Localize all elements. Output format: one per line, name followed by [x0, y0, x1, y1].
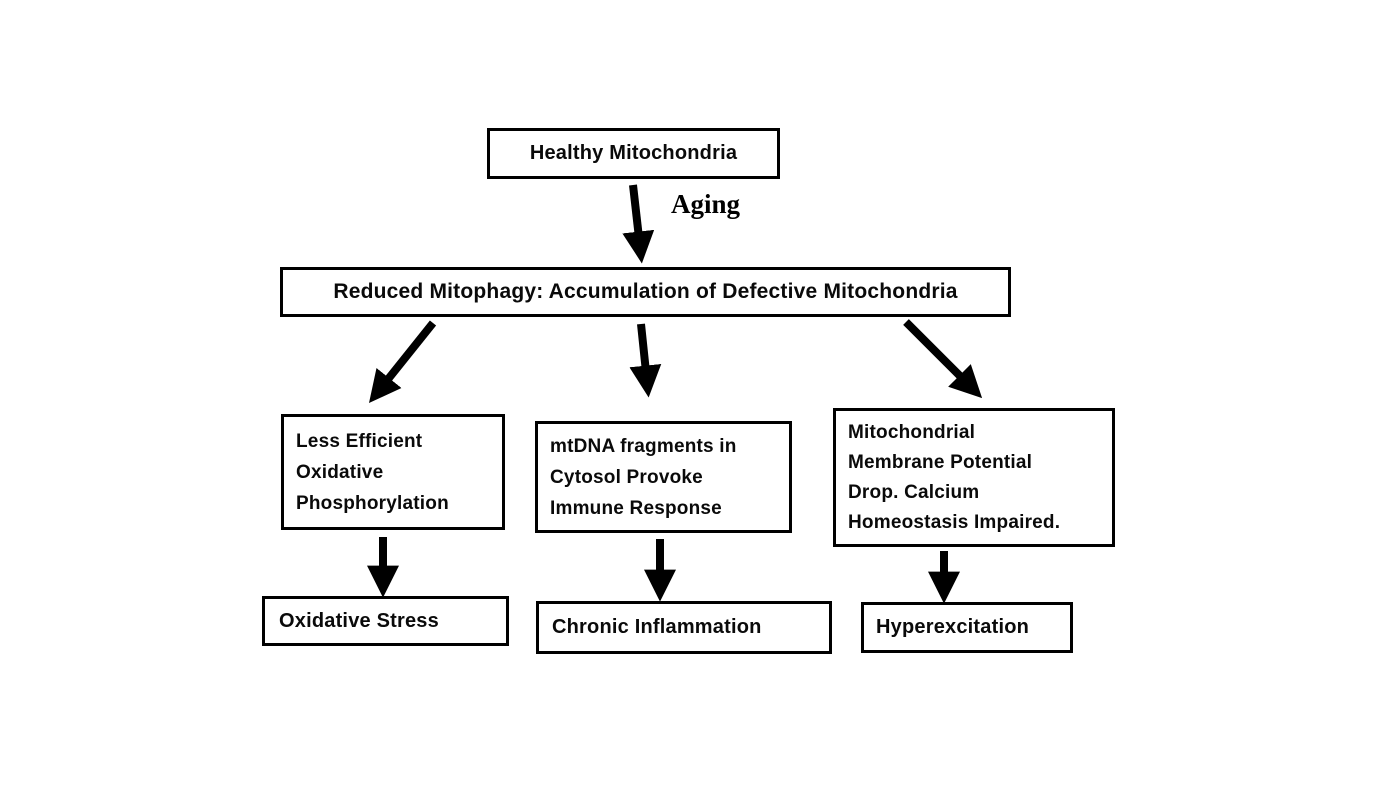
- node-mtdna-fragments-line3: Immune Response: [550, 497, 722, 519]
- node-membrane-potential-line1: Mitochondrial: [848, 421, 976, 443]
- node-mtdna-fragments-line1: mtDNA fragments in: [550, 435, 737, 457]
- arrow-reduced-to-membrane: [903, 319, 983, 399]
- arrow-reduced-to-oxphos: [369, 320, 437, 403]
- node-membrane-potential-line4: Homeostasis Impaired.: [848, 511, 1061, 533]
- node-healthy-mitochondria-label: Healthy Mitochondria: [529, 142, 738, 164]
- node-mtdna-fragments: mtDNA fragments in Cytosol Provoke Immun…: [535, 421, 792, 533]
- node-oxidative-phosphorylation-line1: Less Efficient: [296, 430, 423, 452]
- node-reduced-mitophagy: Reduced Mitophagy: Accumulation of Defec…: [280, 267, 1011, 317]
- node-membrane-potential-line3: Drop. Calcium: [848, 481, 980, 503]
- node-hyperexcitation: Hyperexcitation: [861, 602, 1073, 653]
- node-oxidative-stress: Oxidative Stress: [262, 596, 509, 646]
- node-hyperexcitation-label: Hyperexcitation: [876, 616, 1030, 638]
- node-mtdna-fragments-line2: Cytosol Provoke: [550, 466, 703, 488]
- node-chronic-inflammation: Chronic Inflammation: [536, 601, 832, 654]
- node-membrane-potential-line2: Membrane Potential: [848, 451, 1033, 473]
- node-reduced-mitophagy-label: Reduced Mitophagy: Accumulation of Defec…: [333, 280, 958, 303]
- node-oxidative-phosphorylation-line2: Oxidative: [296, 461, 384, 483]
- arrow-reduced-to-mtdna: [629, 323, 662, 398]
- node-oxidative-phosphorylation: Less Efficient Oxidative Phosphorylation: [281, 414, 505, 530]
- node-membrane-potential: Mitochondrial Membrane Potential Drop. C…: [833, 408, 1115, 547]
- arrow-healthy-to-reduced: [622, 184, 655, 264]
- node-healthy-mitochondria: Healthy Mitochondria: [487, 128, 780, 179]
- node-chronic-inflammation-label: Chronic Inflammation: [552, 616, 762, 638]
- node-oxidative-stress-label: Oxidative Stress: [279, 609, 439, 632]
- node-oxidative-phosphorylation-line3: Phosphorylation: [296, 492, 449, 514]
- edge-label-aging: Aging: [671, 189, 741, 219]
